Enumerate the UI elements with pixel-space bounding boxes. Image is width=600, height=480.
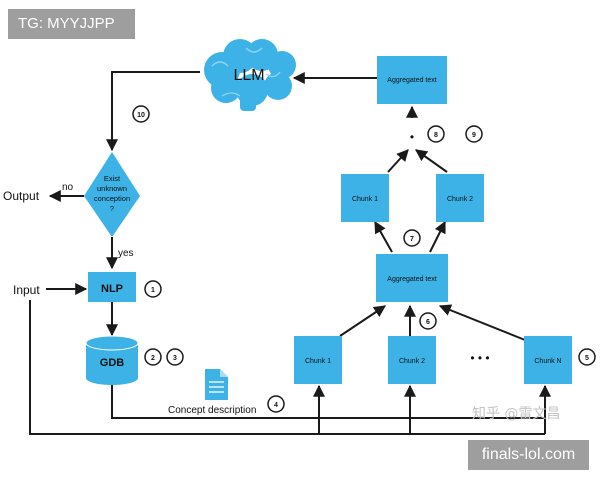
arrow-chunk1-to-dot	[387, 149, 409, 173]
decision-line-2: unknown	[97, 184, 127, 193]
step-7-circle	[403, 229, 421, 247]
aggregated-text-mid-box: Aggregated text	[376, 254, 448, 302]
output-label: Output	[3, 189, 40, 203]
dot-label: •	[410, 130, 414, 144]
step-5: 5	[585, 355, 589, 362]
aggregated-top-label: Aggregated text	[387, 77, 436, 84]
concept-description-label: Concept description	[168, 405, 256, 416]
chunk-1-upper-label: Chunk 1	[352, 196, 378, 203]
step-3: 3	[173, 355, 177, 362]
chunk-1-upper-box: Chunk 1	[341, 174, 389, 222]
llm-brain-icon: LLM	[204, 39, 296, 111]
step-4-circle	[267, 395, 285, 413]
corner-tag-top-left: TG: MYYJJPP	[8, 9, 135, 39]
step-9: 9	[472, 132, 476, 139]
chunk-1-lower-label: Chunk 1	[305, 358, 331, 365]
decision-line-4: ?	[110, 204, 114, 213]
nlp-box: NLP	[88, 272, 136, 302]
step-1: 1	[151, 287, 155, 294]
step-8: 8	[434, 132, 438, 139]
step-7: 7	[410, 236, 414, 243]
aggregated-mid-label: Aggregated text	[387, 276, 436, 283]
step-10: 10	[137, 112, 145, 119]
step-10-circle	[132, 105, 150, 123]
line-gdb-concept	[111, 385, 545, 419]
chunk-2-lower-label: Chunk 2	[399, 358, 425, 365]
arrow-agg-to-chunk1	[374, 220, 393, 253]
step-8-circle	[427, 125, 445, 143]
step-4: 4	[274, 402, 278, 409]
watermark-text: 知乎 @雷文昌	[472, 406, 561, 422]
arrow-agg-to-chunk2	[429, 220, 446, 253]
step-1-circle	[144, 280, 162, 298]
yes-label: yes	[118, 248, 134, 259]
step-9-circle	[465, 125, 483, 143]
step-3-circle	[166, 348, 184, 366]
step-2-circle	[144, 348, 162, 366]
arrow-chunkn-to-agg	[438, 304, 526, 341]
nlp-label: NLP	[101, 283, 123, 295]
line-input-loop	[29, 300, 545, 435]
input-label: Input	[13, 283, 40, 297]
arrow-chunk1-to-agg	[339, 305, 386, 337]
step-6: 6	[426, 319, 430, 326]
chunk-2-upper-box: Chunk 2	[436, 174, 484, 222]
gdb-label: GDB	[100, 357, 125, 369]
decision-line-3: conception	[94, 194, 130, 203]
chunk-1-lower-box: Chunk 1	[294, 336, 342, 384]
decision-diamond: Exist unknown conception ?	[84, 152, 140, 237]
gdb-database-icon: GDB	[85, 335, 139, 385]
step-5-circle	[578, 348, 596, 366]
chunk-2-lower-box: Chunk 2	[388, 336, 436, 384]
step-2: 2	[151, 355, 155, 362]
chunk-n-lower-label: Chunk N	[534, 358, 561, 365]
llm-label: LLM	[233, 67, 264, 84]
document-icon	[205, 369, 228, 400]
step-6-circle	[419, 312, 437, 330]
chunk-n-lower-box: Chunk N	[524, 336, 572, 384]
arrow-llm-to-decision	[106, 71, 200, 152]
chunk-2-upper-label: Chunk 2	[447, 196, 473, 203]
decision-line-1: Exist	[104, 174, 121, 183]
concept-label-bg	[166, 403, 266, 415]
ellipsis-label: • • •	[470, 351, 489, 365]
arrow-chunk2-to-dot	[415, 149, 448, 173]
corner-tag-bottom-right: finals-lol.com	[468, 440, 589, 470]
no-label: no	[62, 182, 74, 193]
aggregated-text-top-box: Aggregated text	[377, 56, 447, 104]
